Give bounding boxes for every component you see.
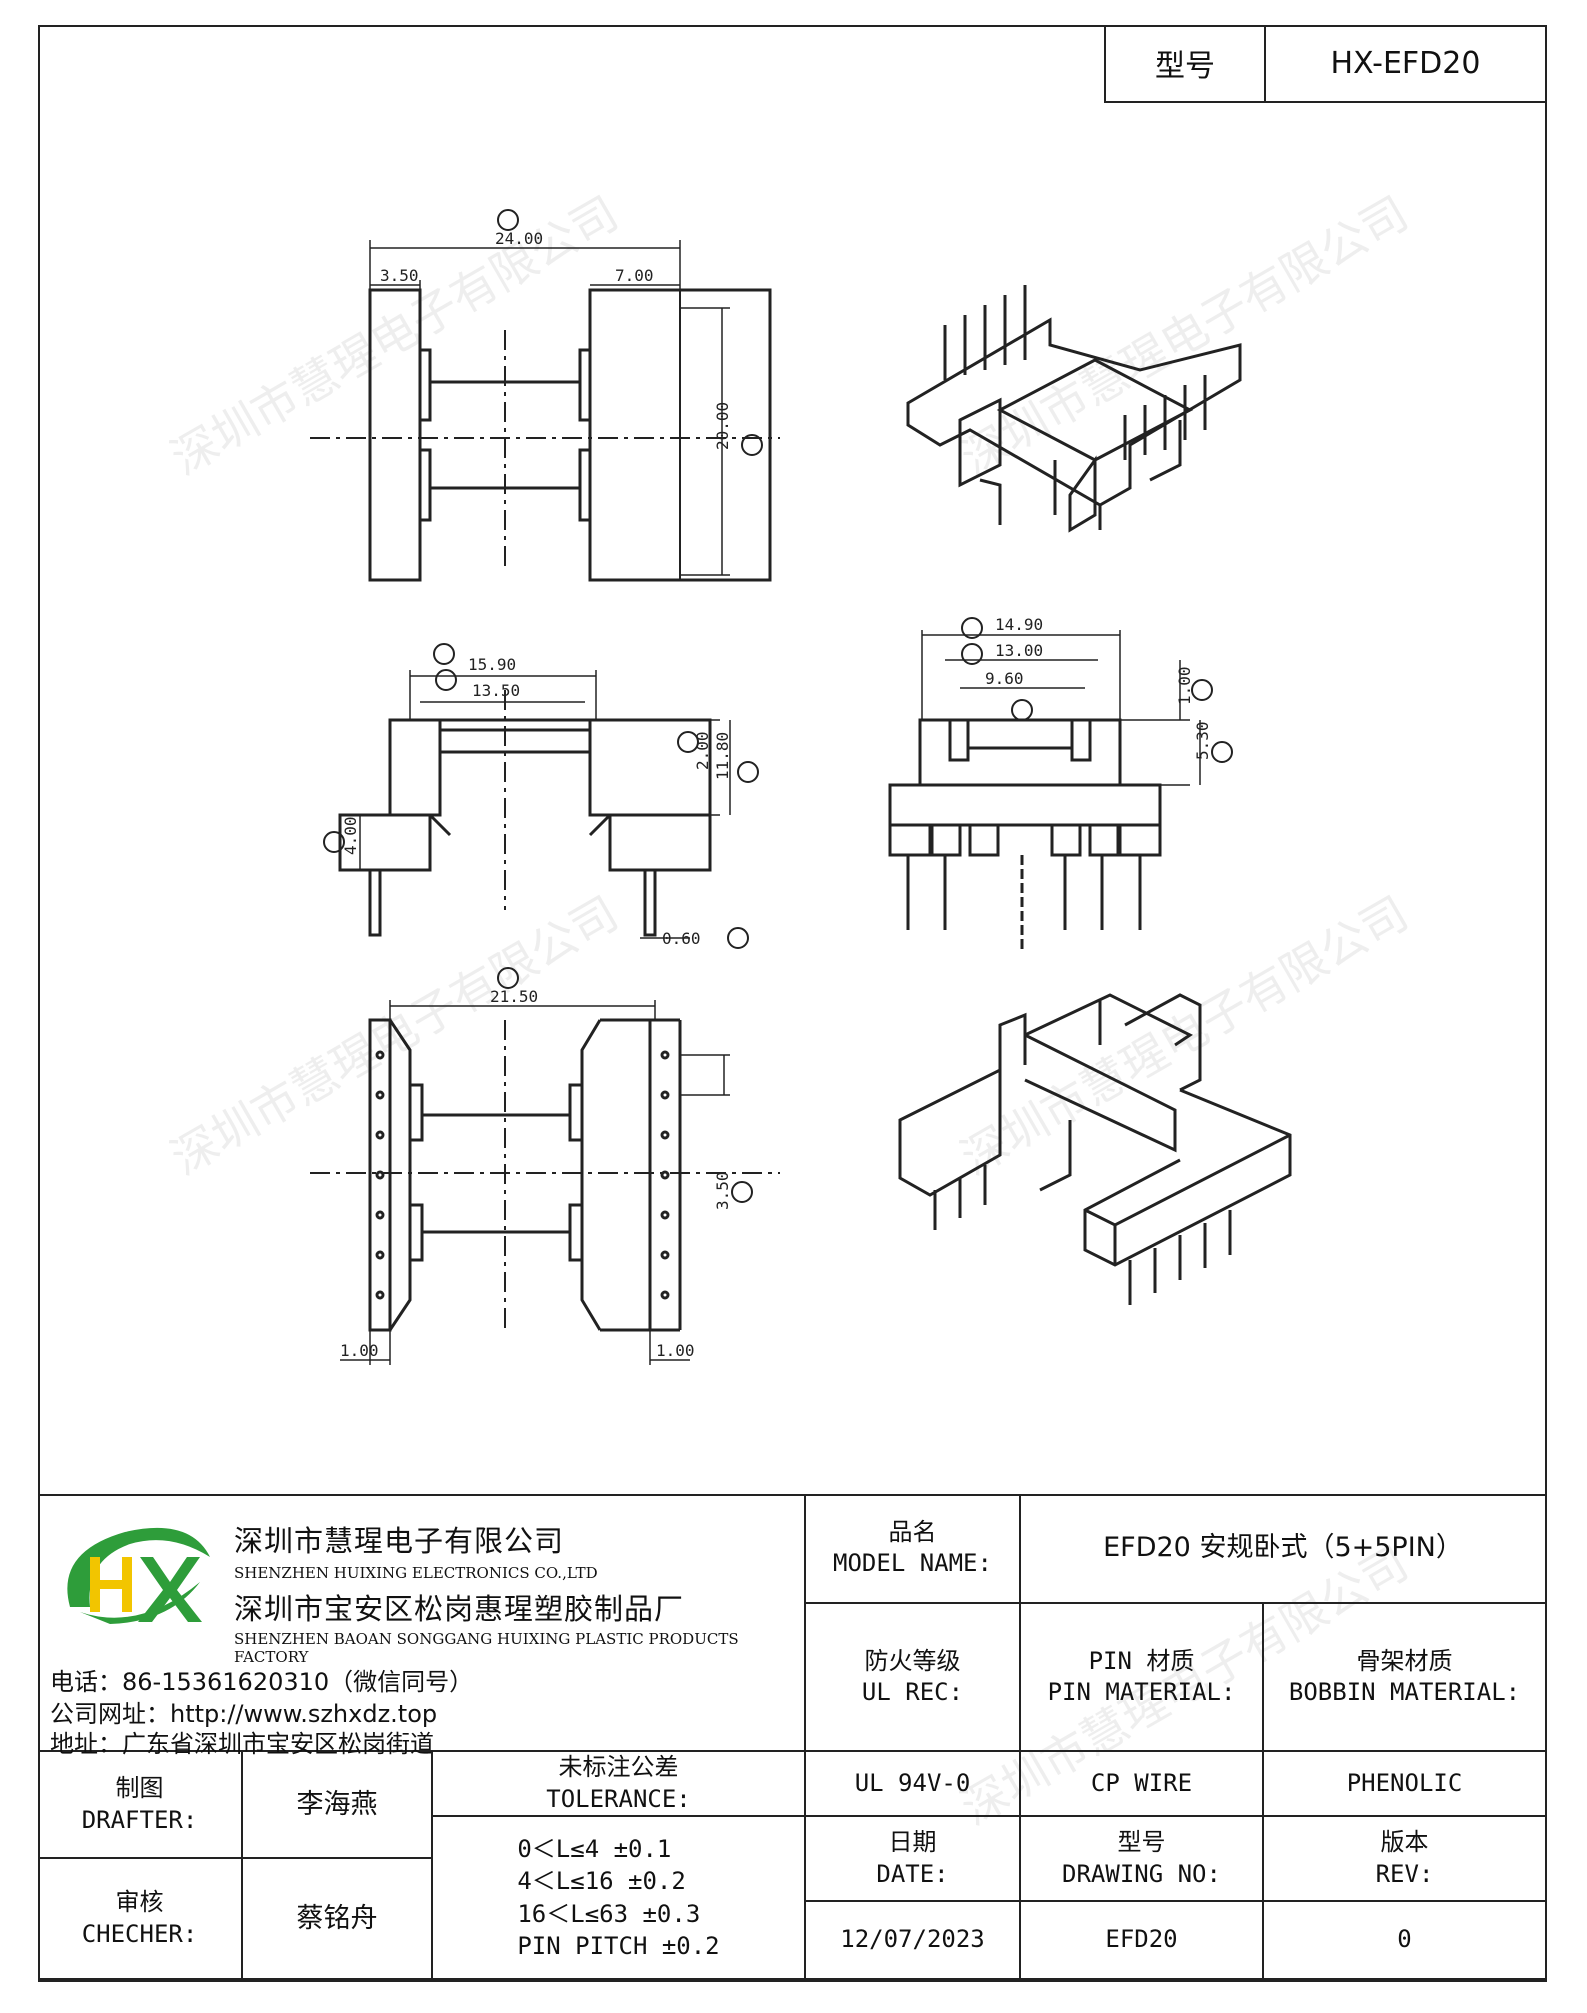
dim-top-height: 20.00 [713,402,732,450]
top-view: 24.00 3.50 7.00 20.00 [310,209,780,582]
fire-rating-label: 防火等级 UL REC: [806,1604,1021,1752]
factory-cn-name: 深圳市宝安区松岗惠瑆塑胶制品厂 [234,1592,685,1626]
bobbin-material-value: PHENOLIC [1264,1752,1547,1817]
dim-side-h2: 5.30 [1193,721,1212,760]
dim-bottom-pitch: 3.50 [713,1171,732,1210]
dim-front-inner: 13.50 [472,681,520,700]
factory-en-name: SHENZHEN BAOAN SONGGANG HUIXING PLASTIC … [234,1630,739,1666]
dim-bottom-right: 1.00 [656,1341,695,1360]
date-label: 日期 DATE: [806,1817,1021,1902]
drawing-no-value: EFD20 [1021,1902,1264,1980]
dim-top-left: 3.50 [380,266,419,285]
drawing-no-label: 型号 DRAWING NO: [1021,1817,1264,1902]
model-name-label: 品名 MODEL NAME: [806,1494,1021,1604]
company-phone: 电话：86-15361620310（微信同号） [50,1668,474,1696]
pin-material-value: CP WIRE [1021,1752,1264,1817]
dim-front-pin-dia: 0.60 [662,929,701,948]
drafter-value: 李海燕 [243,1752,433,1859]
model-value: HX-EFD20 [1330,45,1481,81]
model-name-value: EFD20 安规卧式（5+5PIN） [1021,1494,1547,1604]
company-logo [67,1527,211,1624]
dim-bottom-overall: 21.50 [490,987,538,1006]
bobbin-material-label: 骨架材质 BOBBIN MATERIAL: [1264,1604,1547,1752]
company-cn-name: 深圳市慧瑆电子有限公司 [234,1524,565,1558]
company-website[interactable]: 公司网址：http://www.szhxdz.top [50,1700,438,1728]
dim-top-overall: 24.00 [495,229,543,248]
tolerance-label: 未标注公差 TOLERANCE: [433,1752,806,1817]
dim-side-inner: 13.00 [995,641,1043,660]
dim-front-pin-len: 4.00 [341,816,360,855]
iso-view-1 [906,285,1242,533]
tolerance-values: 0＜L≤4 ±0.1 4＜L≤16 ±0.2 16＜L≤63 ±0.3 PIN … [433,1817,806,1980]
company-info: 深圳市慧瑆电子有限公司 SHENZHEN HUIXING ELECTRONICS… [38,1494,806,1758]
dim-side-outer: 14.90 [995,615,1043,634]
drafter-label: 制图 DRAFTER: [38,1752,243,1859]
tolerance-row: 0＜L≤4 ±0.1 [517,1834,672,1863]
dim-side-h1: 1.00 [1175,666,1194,705]
dim-top-right: 7.00 [615,266,654,285]
iso-view-2 [898,993,1292,1305]
drawing-sheet [38,25,1547,1982]
checker-value: 蔡铭舟 [243,1859,433,1980]
rev-label: 版本 REV: [1264,1817,1547,1902]
bottom-view: 21.50 3.50 1.00 1.00 [310,967,780,1365]
fire-rating-value: UL 94V-0 [806,1752,1021,1817]
dim-front-h1: 2.00 [693,731,712,770]
tolerance-row: 16＜L≤63 ±0.3 [517,1899,701,1928]
model-header: 型号 HX-EFD20 [1104,25,1547,103]
tolerance-row: 4＜L≤16 ±0.2 [517,1867,686,1896]
technical-drawing: 24.00 3.50 7.00 20.00 [40,120,1540,1490]
pin-material-label: PIN 材质 PIN MATERIAL: [1021,1604,1264,1752]
rev-value: 0 [1264,1902,1547,1980]
dim-bottom-left: 1.00 [340,1341,379,1360]
model-label: 型号 [1106,25,1266,101]
side-view: 14.90 13.00 9.60 1.00 5.30 [888,615,1233,950]
title-block: 深圳市慧瑆电子有限公司 SHENZHEN HUIXING ELECTRONICS… [38,1494,1547,1982]
company-en-name: SHENZHEN HUIXING ELECTRONICS CO.,LTD [234,1564,598,1582]
checker-label: 审核 CHECHER: [38,1859,243,1980]
front-view: 15.90 13.50 2.00 11.80 4.00 0.60 [323,643,759,949]
dim-front-h2: 11.80 [713,732,732,780]
dim-side-mid: 9.60 [985,669,1024,688]
dim-front-outer: 15.90 [468,655,516,674]
tolerance-row: PIN PITCH ±0.2 [517,1931,720,1960]
date-value: 12/07/2023 [806,1902,1021,1980]
